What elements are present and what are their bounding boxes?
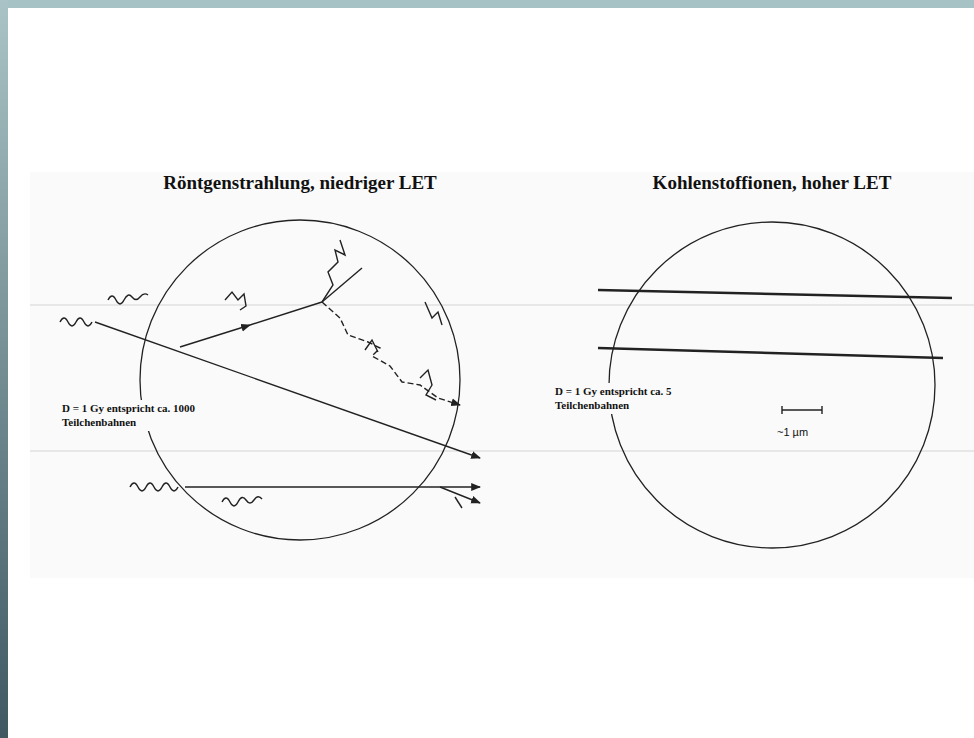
- photon: [108, 294, 148, 304]
- ion-tracks: [598, 290, 952, 358]
- photon: [222, 497, 262, 506]
- figure-heading: Kohlenstoffionen, hoher LET: [653, 172, 892, 194]
- cell-circle: Röntgenstrahlung, niedriger LET D = 1 Gy …: [50, 168, 480, 548]
- electron-squiggle: [455, 497, 462, 508]
- electron-track: [95, 322, 480, 458]
- ion-track: [598, 348, 943, 358]
- scan-line: [30, 451, 974, 452]
- electron-squiggle: [425, 302, 442, 325]
- scan-line: [30, 305, 974, 306]
- dose-note: D = 1 Gy entspricht ca. 1000 Teilchenbah…: [60, 400, 214, 431]
- electron-track: [440, 487, 480, 503]
- cell-outline: [545, 168, 965, 560]
- cell-circle: Kohlenstoffionen, hoher LET D = 1 Gy ents…: [545, 168, 965, 560]
- electron-track: [322, 302, 460, 405]
- scale-tick: [781, 406, 782, 414]
- image-ground: [30, 172, 974, 578]
- electron-squiggle: [420, 370, 436, 400]
- cell-outline: [50, 168, 480, 548]
- cell-membrane: [140, 220, 460, 540]
- x-ray-tracks: [60, 240, 480, 508]
- scale-bar: [782, 406, 822, 414]
- electron-track: [250, 302, 322, 325]
- top-bar: [0, 0, 974, 8]
- ion-track: [598, 290, 952, 298]
- electron-track: [180, 325, 250, 347]
- side-bar: [0, 0, 8, 738]
- electron-squiggle: [365, 340, 378, 352]
- scale-label: ~1 µm: [776, 426, 809, 438]
- electron-track: [322, 268, 362, 302]
- scale-tick: [821, 406, 822, 414]
- photon: [130, 483, 178, 491]
- dose-note: D = 1 Gy entspricht ca. 5 Teilchenbahnen: [553, 383, 707, 414]
- photon: [60, 318, 92, 326]
- figure-heading: Röntgenstrahlung, niedriger LET: [163, 172, 437, 194]
- electron-squiggle: [225, 292, 246, 310]
- scale-line: [782, 409, 822, 410]
- electron-track: [185, 486, 480, 487]
